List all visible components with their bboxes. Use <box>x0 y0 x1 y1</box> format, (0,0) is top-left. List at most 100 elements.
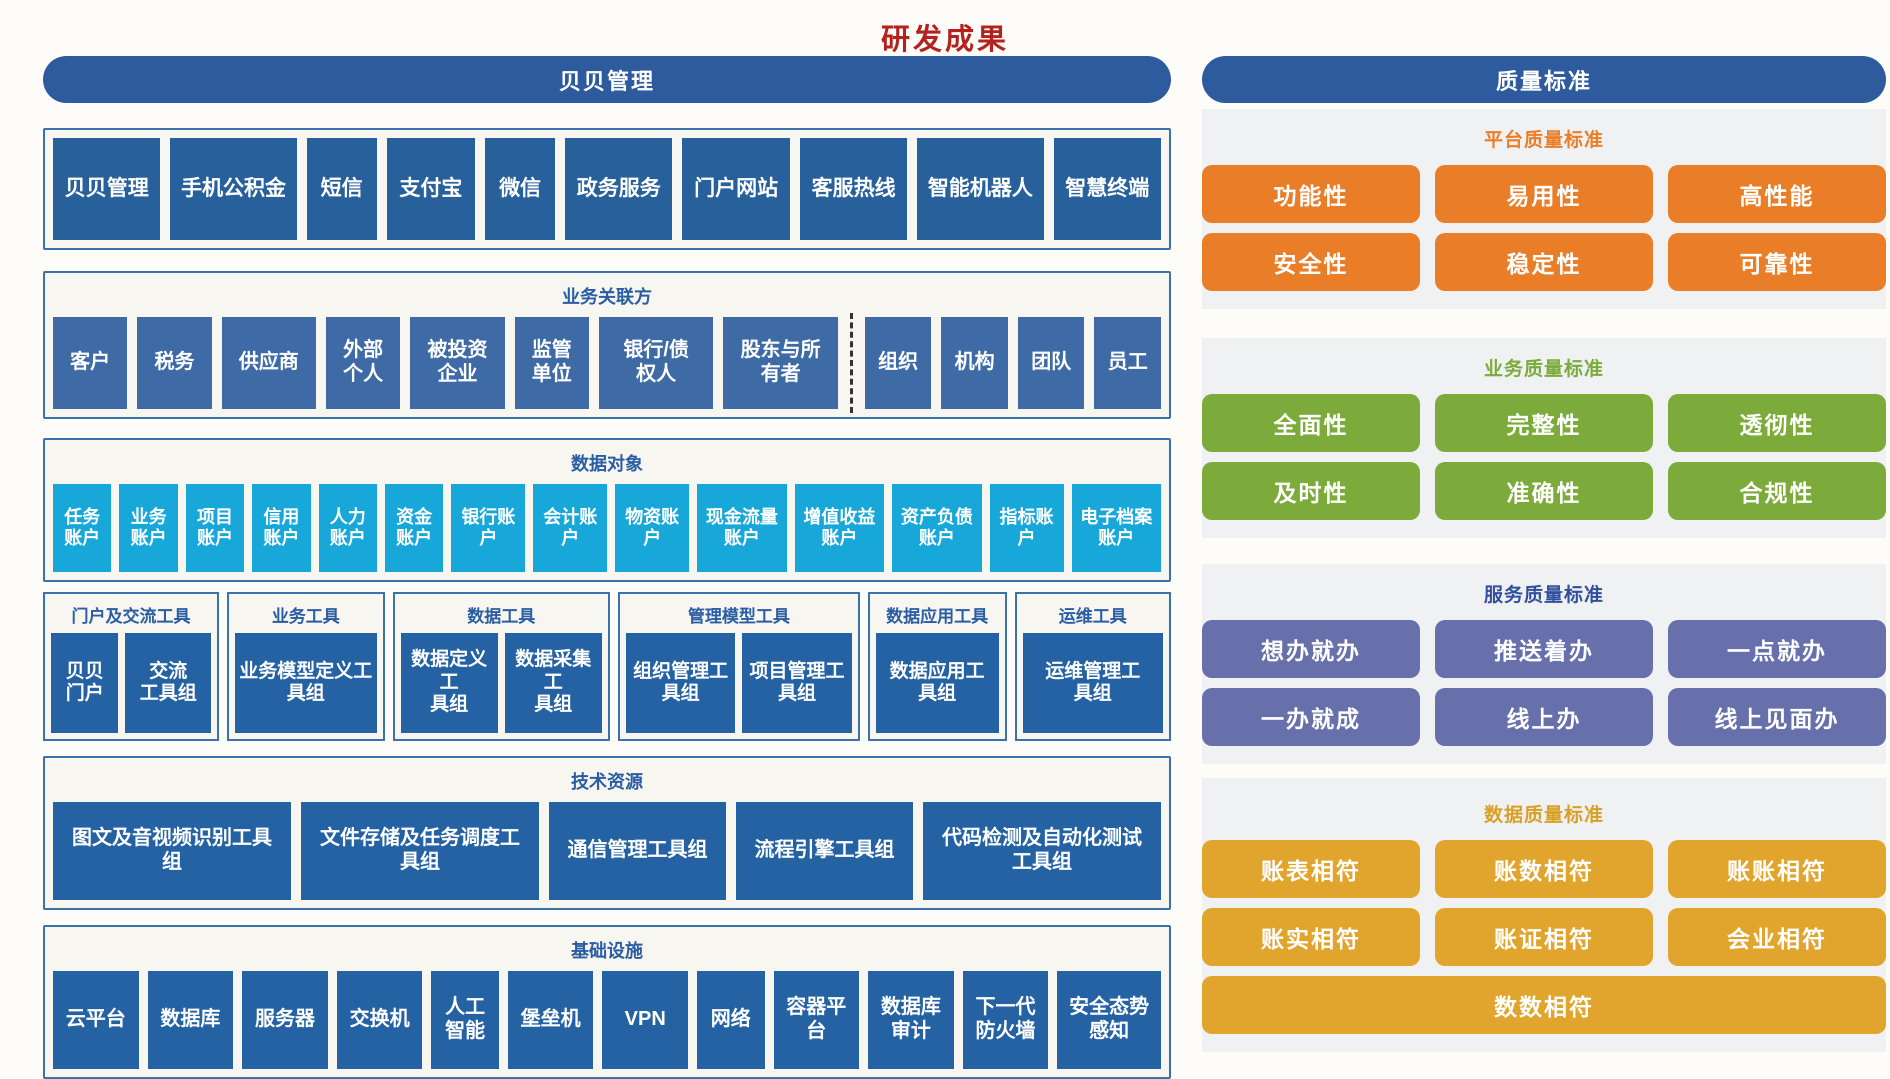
tool-box: 数据定义工 具组 <box>400 633 498 733</box>
infrastructure-box: 堡垒机 <box>507 971 594 1069</box>
right-panel-header: 质量标准 <box>1202 56 1886 103</box>
business-quality-box: 准确性 <box>1435 462 1653 520</box>
data-quality-box: 账证相符 <box>1435 908 1653 966</box>
infrastructure-box: VPN <box>602 971 689 1069</box>
external-stakeholder-box: 客户 <box>53 317 128 409</box>
external-stakeholder-box: 外部 个人 <box>325 317 401 409</box>
data-object-box: 人力 账户 <box>318 484 377 572</box>
business-quality-title: 业务质量标准 <box>1483 359 1604 380</box>
internal-stakeholder-box: 员工 <box>1094 317 1162 409</box>
data-object-box: 信用 账户 <box>252 484 311 572</box>
infrastructure-box: 交换机 <box>336 971 423 1069</box>
channel-box: 智慧终端 <box>1053 138 1161 240</box>
data-object-box: 电子档案 账户 <box>1071 484 1161 572</box>
infrastructure-box: 数据库 <box>147 971 234 1069</box>
data-application-tools-group: 数据应用工具 数据应用工 具组 <box>867 592 1007 741</box>
infrastructure-box: 服务器 <box>242 971 328 1069</box>
channel-box: 短信 <box>306 138 377 240</box>
internal-stakeholder-box: 组织 <box>864 317 932 409</box>
tool-box: 项目管理工 具组 <box>742 633 852 733</box>
portal-tools-title: 门户及交流工具 <box>71 607 191 626</box>
channel-box: 智能机器人 <box>917 138 1044 240</box>
data-object-box: 会计账 户 <box>533 484 608 572</box>
data-quality-box: 账实相符 <box>1202 908 1420 966</box>
tech-resource-box: 图文及音视频识别工具 组 <box>53 802 292 900</box>
quality-standards-panel: 质量标准 平台质量标准 功能性易用性高性能安全性稳定性可靠性 业务质量标准 全面… <box>1202 56 1886 1052</box>
tool-box: 交流 工具组 <box>125 633 212 733</box>
external-stakeholder-box: 监管 单位 <box>514 317 589 409</box>
beibei-management-panel: 贝贝管理 贝贝管理手机公积金短信支付宝微信政务服务门户网站客服热线智能机器人智慧… <box>43 56 1171 1079</box>
service-quality-title: 服务质量标准 <box>1483 585 1604 606</box>
business-tools-title: 业务工具 <box>271 607 340 626</box>
tool-box: 贝贝 门户 <box>51 633 119 733</box>
page-title: 研发成果 <box>880 24 1009 56</box>
platform-quality-box: 稳定性 <box>1435 233 1653 291</box>
platform-quality-title: 平台质量标准 <box>1483 130 1604 151</box>
business-quality-box: 及时性 <box>1202 462 1420 520</box>
service-quality-box: 一办就成 <box>1202 688 1420 746</box>
tech-resources-title: 技术资源 <box>571 772 643 792</box>
data-quality-box: 账数相符 <box>1435 840 1653 898</box>
data-object-box: 银行账 户 <box>451 484 526 572</box>
channels-group: 贝贝管理手机公积金短信支付宝微信政务服务门户网站客服热线智能机器人智慧终端 <box>43 128 1171 250</box>
left-panel-header: 贝贝管理 <box>43 56 1171 103</box>
platform-quality-box: 安全性 <box>1202 233 1420 291</box>
data-object-box: 物资账 户 <box>615 484 690 572</box>
business-quality-box: 透彻性 <box>1668 394 1886 452</box>
external-stakeholders: 客户税务供应商外部 个人被投资 企业监管 单位银行/债 权人股东与所 有者 <box>53 317 838 409</box>
service-quality-box: 推送着办 <box>1435 620 1653 678</box>
ops-tools-title: 运维工具 <box>1058 607 1127 626</box>
service-quality-box: 想办就办 <box>1202 620 1420 678</box>
data-object-box: 资金 账户 <box>384 484 444 572</box>
platform-quality-box: 功能性 <box>1202 165 1420 223</box>
data-object-box: 资产负债 账户 <box>892 484 982 572</box>
internal-stakeholders: 组织机构团队员工 <box>864 317 1162 409</box>
infrastructure-box: 数据库 审计 <box>868 971 954 1069</box>
tech-resource-box: 通信管理工具组 <box>549 802 726 900</box>
data-objects-row: 任务 账户业务 账户项目 账户信用 账户人力 账户资金 账户银行账 户会计账 户… <box>53 484 1161 572</box>
stakeholders-row: 客户税务供应商外部 个人被投资 企业监管 单位银行/债 权人股东与所 有者 组织… <box>53 313 1162 413</box>
infrastructure-box: 容器平 台 <box>773 971 860 1069</box>
data-quality-box: 会业相符 <box>1668 908 1886 966</box>
platform-quality-box: 可靠性 <box>1668 233 1886 291</box>
management-model-tools-group: 管理模型工具 组织管理工 具组项目管理工 具组 <box>617 592 860 741</box>
channels-row: 贝贝管理手机公积金短信支付宝微信政务服务门户网站客服热线智能机器人智慧终端 <box>53 138 1161 240</box>
business-quality-section: 业务质量标准 全面性完整性透彻性及时性准确性合规性 <box>1202 338 1886 538</box>
data-quality-box: 账表相符 <box>1202 840 1420 898</box>
service-quality-section: 服务质量标准 想办就办推送着办一点就办一办就成线上办线上见面办 <box>1202 564 1886 764</box>
stakeholders-title: 业务关联方 <box>562 287 652 307</box>
platform-quality-box: 高性能 <box>1668 165 1886 223</box>
data-objects-group: 数据对象 任务 账户业务 账户项目 账户信用 账户人力 账户资金 账户银行账 户… <box>43 438 1171 582</box>
tech-resources-row: 图文及音视频识别工具 组文件存储及任务调度工 具组通信管理工具组流程引擎工具组代… <box>53 802 1161 900</box>
dashed-divider <box>849 313 853 413</box>
management-model-tools-title: 管理模型工具 <box>687 607 790 626</box>
external-stakeholder-box: 银行/债 权人 <box>598 317 714 409</box>
data-object-box: 项目 账户 <box>185 484 245 572</box>
tool-box: 数据采集工 具组 <box>504 633 602 733</box>
content-columns: 贝贝管理 贝贝管理手机公积金短信支付宝微信政务服务门户网站客服热线智能机器人智慧… <box>0 56 1890 1079</box>
infrastructure-box: 网络 <box>697 971 765 1069</box>
infrastructure-box: 人工 智能 <box>431 971 499 1069</box>
channel-box: 门户网站 <box>682 138 790 240</box>
tool-box: 运维管理工 具组 <box>1022 633 1163 733</box>
tools-row: 门户及交流工具 贝贝 门户交流 工具组 业务工具 业务模型定义工 具组 数据工具… <box>43 592 1171 741</box>
internal-stakeholder-box: 团队 <box>1017 317 1085 409</box>
data-quality-box: 账账相符 <box>1668 840 1886 898</box>
channel-box: 支付宝 <box>386 138 476 240</box>
tech-resource-box: 文件存储及任务调度工 具组 <box>301 802 540 900</box>
infrastructure-box: 下一代 防火墙 <box>962 971 1049 1069</box>
tech-resource-box: 代码检测及自动化测试 工具组 <box>922 802 1161 900</box>
channel-box: 贝贝管理 <box>53 138 161 240</box>
data-quality-full-box: 数数相符 <box>1202 976 1886 1034</box>
data-quality-title: 数据质量标准 <box>1483 805 1604 826</box>
service-quality-box: 一点就办 <box>1668 620 1886 678</box>
data-object-box: 业务 账户 <box>119 484 178 572</box>
service-quality-box: 线上见面办 <box>1668 688 1886 746</box>
business-quality-box: 完整性 <box>1435 394 1653 452</box>
data-tools-title: 数据工具 <box>467 607 536 626</box>
internal-stakeholder-box: 机构 <box>941 317 1008 409</box>
data-object-box: 任务 账户 <box>53 484 112 572</box>
platform-quality-section: 平台质量标准 功能性易用性高性能安全性稳定性可靠性 <box>1202 109 1886 309</box>
